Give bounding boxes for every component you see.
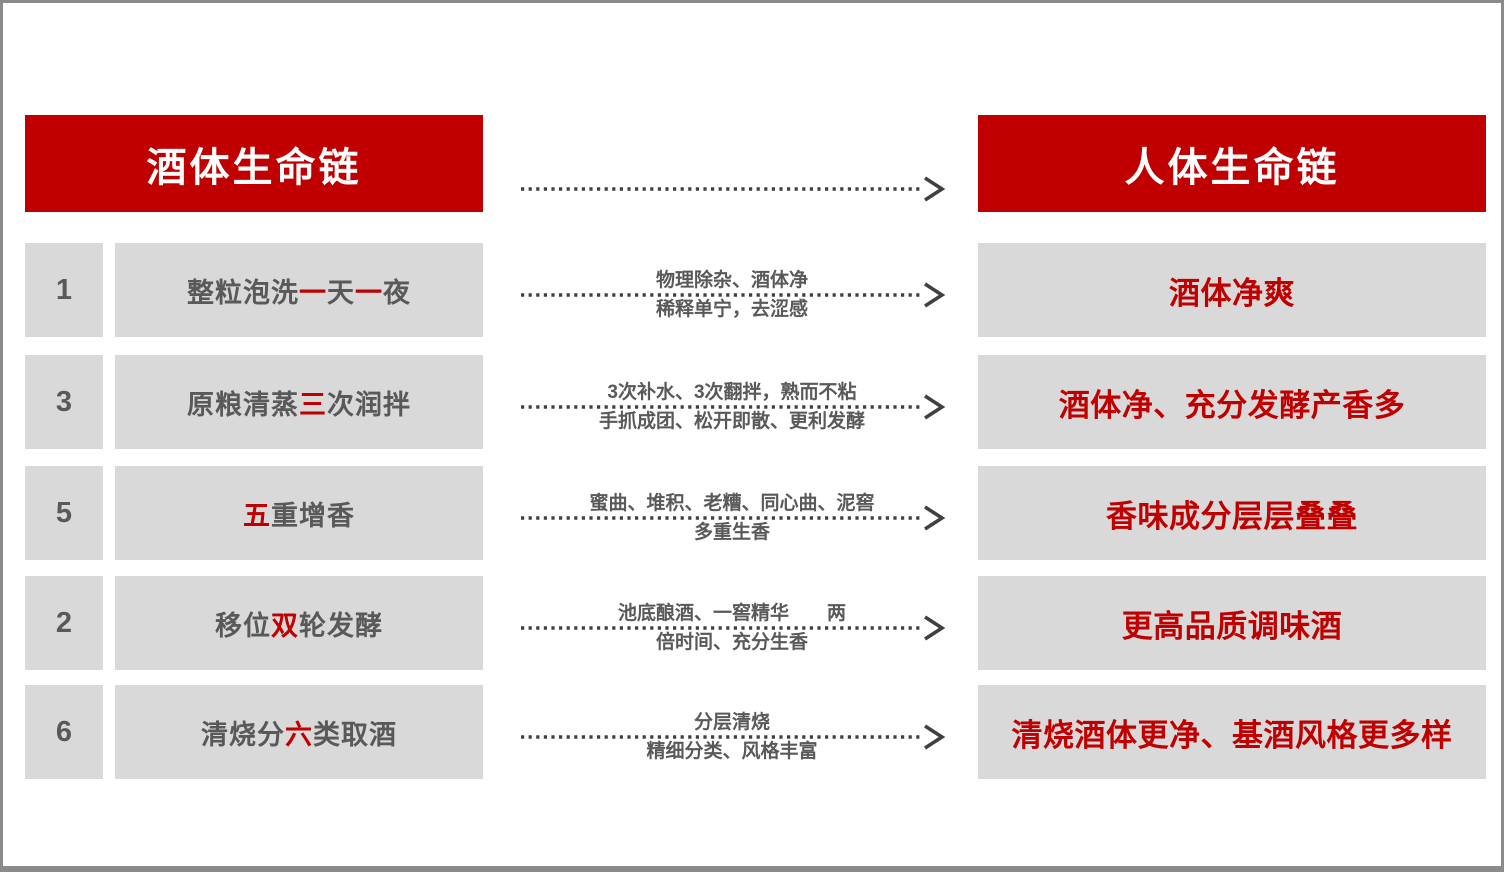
process-step-label: 整粒泡洗一天一夜 — [187, 277, 411, 308]
step-number-box: 1 — [25, 243, 103, 337]
result-label: 酒体净爽 — [1169, 275, 1295, 311]
arrow-annotation-line1: 池底酿酒、一窖精华 两 — [617, 603, 846, 624]
process-step-label: 清烧分六类取酒 — [201, 719, 397, 750]
step-number-box: 5 — [25, 466, 103, 560]
arrow-annotation: 池底酿酒、一窖精华 两 倍时间、充分生香 — [503, 599, 961, 657]
arrow-annotation-line2: 倍时间、充分生香 — [655, 632, 808, 653]
left-chain-header: 酒体生命链 — [25, 115, 483, 212]
step-number: 5 — [55, 496, 73, 529]
dotted-arrow-icon — [521, 394, 946, 420]
arrow-annotation-line2: 稀释单宁，去涩感 — [655, 299, 808, 320]
result-box: 更高品质调味酒 — [978, 576, 1486, 670]
process-step-box: 清烧分六类取酒 — [115, 685, 483, 779]
step-number-box: 2 — [25, 576, 103, 670]
process-step-label: 原粮清蒸三次润拌 — [187, 389, 411, 420]
result-box: 香味成分层层叠叠 — [978, 466, 1486, 560]
right-chain-header: 人体生命链 — [978, 115, 1486, 212]
arrow-annotation-line1: 分层清烧 — [693, 712, 770, 733]
arrow-annotation-line2: 多重生香 — [693, 522, 770, 543]
arrow-annotation-line2: 手抓成团、松开即散、更利发酵 — [598, 411, 865, 432]
arrow-annotation: 3次补水、3次翻拌，熟而不粘 手抓成团、松开即散、更利发酵 — [503, 378, 961, 436]
result-box: 酒体净爽 — [978, 243, 1486, 337]
result-label: 更高品质调味酒 — [1121, 608, 1343, 644]
dotted-arrow-icon — [521, 724, 946, 750]
step-number: 2 — [55, 606, 73, 639]
result-label: 酒体净、充分发酵产香多 — [1058, 387, 1406, 423]
arrow-annotation: 分层清烧 精细分类、风格丰富 — [503, 708, 961, 766]
process-step-label: 移位双轮发酵 — [215, 610, 383, 641]
result-label: 清烧酒体更净、基酒风格更多样 — [1011, 717, 1453, 753]
arrow-annotation-line1: 物理除杂、酒体净 — [655, 270, 808, 291]
process-step-box: 五重增香 — [115, 466, 483, 560]
arrow-annotation-line1: 蜜曲、堆积、老糟、同心曲、泥窖 — [589, 493, 875, 514]
step-number-box: 3 — [25, 355, 103, 449]
step-number: 3 — [55, 385, 73, 418]
result-label: 香味成分层层叠叠 — [1106, 498, 1358, 534]
dotted-arrow-icon — [521, 615, 946, 641]
process-step-box: 原粮清蒸三次润拌 — [115, 355, 483, 449]
arrow-annotation-line2: 精细分类、风格丰富 — [646, 741, 818, 762]
step-number: 1 — [55, 273, 73, 306]
step-number-box: 6 — [25, 685, 103, 779]
step-number: 6 — [55, 715, 73, 748]
result-box: 清烧酒体更净、基酒风格更多样 — [978, 685, 1486, 779]
process-step-box: 整粒泡洗一天一夜 — [115, 243, 483, 337]
right-chain-header-label: 人体生命链 — [1124, 145, 1340, 190]
process-step-box: 移位双轮发酵 — [115, 576, 483, 670]
result-box: 酒体净、充分发酵产香多 — [978, 355, 1486, 449]
dotted-arrow-icon — [521, 176, 946, 202]
arrow-annotation: 物理除杂、酒体净 稀释单宁，去涩感 — [503, 266, 961, 324]
dotted-arrow-icon — [521, 282, 946, 308]
process-step-label: 五重增香 — [243, 500, 355, 531]
arrow-annotation: 蜜曲、堆积、老糟、同心曲、泥窖 多重生香 — [503, 489, 961, 547]
dotted-arrow-icon — [521, 505, 946, 531]
left-chain-header-label: 酒体生命链 — [146, 145, 362, 190]
arrow-annotation-line1: 3次补水、3次翻拌，熟而不粘 — [607, 382, 857, 403]
